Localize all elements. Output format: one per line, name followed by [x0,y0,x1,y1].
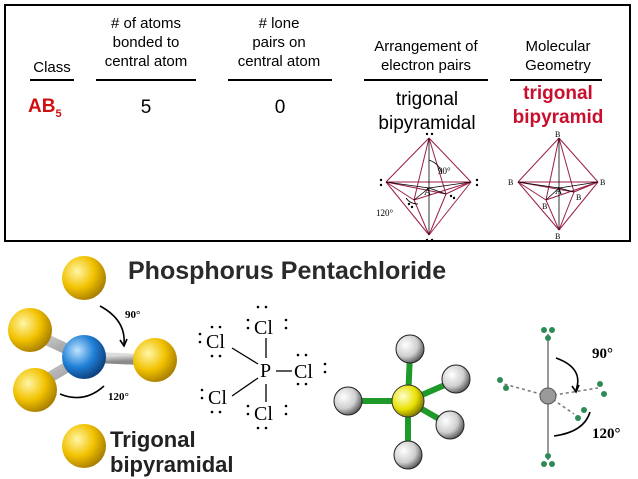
class-value: AB5 [28,96,62,120]
geometry-ligand-bottom: B [555,232,560,240]
vsepr-table: Class # of atoms bonded to central atom … [4,4,631,242]
molecule-subtitle: Trigonal bipyramidal [110,427,234,477]
arrangement-120-label: 120° [376,208,394,218]
lewis-cl-bottom: Cl [254,403,273,425]
class-main: AB [28,96,56,117]
class-sub: 5 [55,107,62,120]
ligand-atom-bottom [62,424,106,468]
geometry-ligand-left: B [508,178,513,187]
header-underline-arrangement [364,79,488,81]
header-underline-lone [228,79,332,81]
angle-model-90-label: 90° [592,346,613,362]
angle-model-central-atom [539,387,557,405]
angle-model: 90° 120° [497,327,621,467]
ligand-atom-front [13,368,57,412]
ligand-atom-top [62,256,106,300]
atoms-bonded-value: 5 [140,97,152,118]
green-model-atom-right-lower [435,410,465,440]
header-geometry: Molecular Geometry [525,38,591,74]
header-underline-atoms [96,79,196,81]
geometry-center-label: A [555,186,563,197]
lewis-p-center: P [260,360,271,382]
molecular-geometry-diagram: A B B B B B B [508,130,605,240]
lewis-cl-right: Cl [294,361,313,383]
geometry-ligand-front: B [542,202,547,211]
header-underline-class [30,79,74,81]
green-model-central-atom [391,384,425,418]
green-model-atom-left [333,386,363,416]
ball-stick-90-label: 90° [125,309,140,321]
green-model-atom-bottom [393,440,423,470]
ball-stick-120-label: 120° [108,391,129,403]
ligand-atom-left [8,308,52,352]
green-bond-model [333,334,471,470]
header-class: Class [33,59,71,76]
central-atom [62,335,106,379]
angle-model-120-label: 120° [592,426,621,442]
lewis-cl-lower-left: Cl [208,387,227,409]
lewis-cl-top: Cl [254,317,273,339]
geometry-ligand-right: B [600,178,605,187]
geometry-value: trigonal bipyramid [512,83,604,128]
geometry-ligand-top: B [555,130,560,139]
electron-pair-arrangement-diagram: 90° 120° A [376,132,479,242]
header-lone-pairs: # lone pairs on central atom [237,15,321,70]
geometry-ligand-back: B [576,193,581,202]
green-model-atom-right-upper [441,364,471,394]
arrangement-center-label: A [424,187,432,198]
arrangement-value: trigonal bipyramidal [378,89,476,134]
ball-stick-model: 90° 120° [8,256,177,468]
header-underline-geometry [510,79,602,81]
header-atoms-bonded: # of atoms bonded to central atom [104,15,188,70]
lewis-structure: Cl Cl Cl Cl Cl P [198,305,327,430]
green-model-atom-top [395,334,425,364]
arrangement-90-label: 90° [438,166,451,176]
lewis-cl-left: Cl [206,331,225,353]
ligand-atom-right [133,338,177,382]
lone-pairs-value: 0 [274,97,286,118]
header-arrangement: Arrangement of electron pairs [374,38,478,74]
molecule-title: Phosphorus Pentachloride [128,257,447,285]
